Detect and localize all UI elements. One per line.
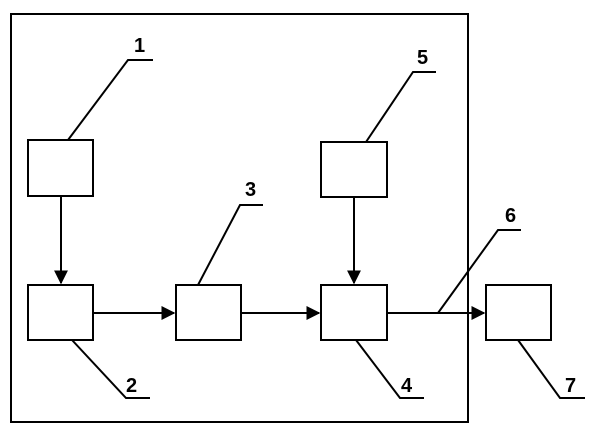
block-4 (320, 284, 388, 341)
label-7: 7 (565, 375, 576, 397)
block-7 (485, 284, 552, 341)
label-3: 3 (245, 179, 256, 201)
leader-7 (517, 339, 585, 399)
leader-6 (437, 229, 521, 314)
leader-1 (67, 59, 153, 141)
outer-frame (10, 13, 469, 423)
block-2 (27, 284, 94, 341)
label-6: 6 (505, 205, 516, 227)
leader-3 (197, 204, 263, 286)
label-5: 5 (417, 47, 428, 69)
leader-2 (71, 339, 150, 399)
block-3 (175, 284, 242, 341)
leader-4 (355, 339, 424, 399)
block-5 (320, 141, 388, 198)
label-4: 4 (401, 375, 413, 397)
leader-5 (365, 71, 436, 143)
label-1: 1 (134, 35, 145, 57)
label-2: 2 (126, 375, 137, 397)
block-1 (27, 139, 94, 197)
